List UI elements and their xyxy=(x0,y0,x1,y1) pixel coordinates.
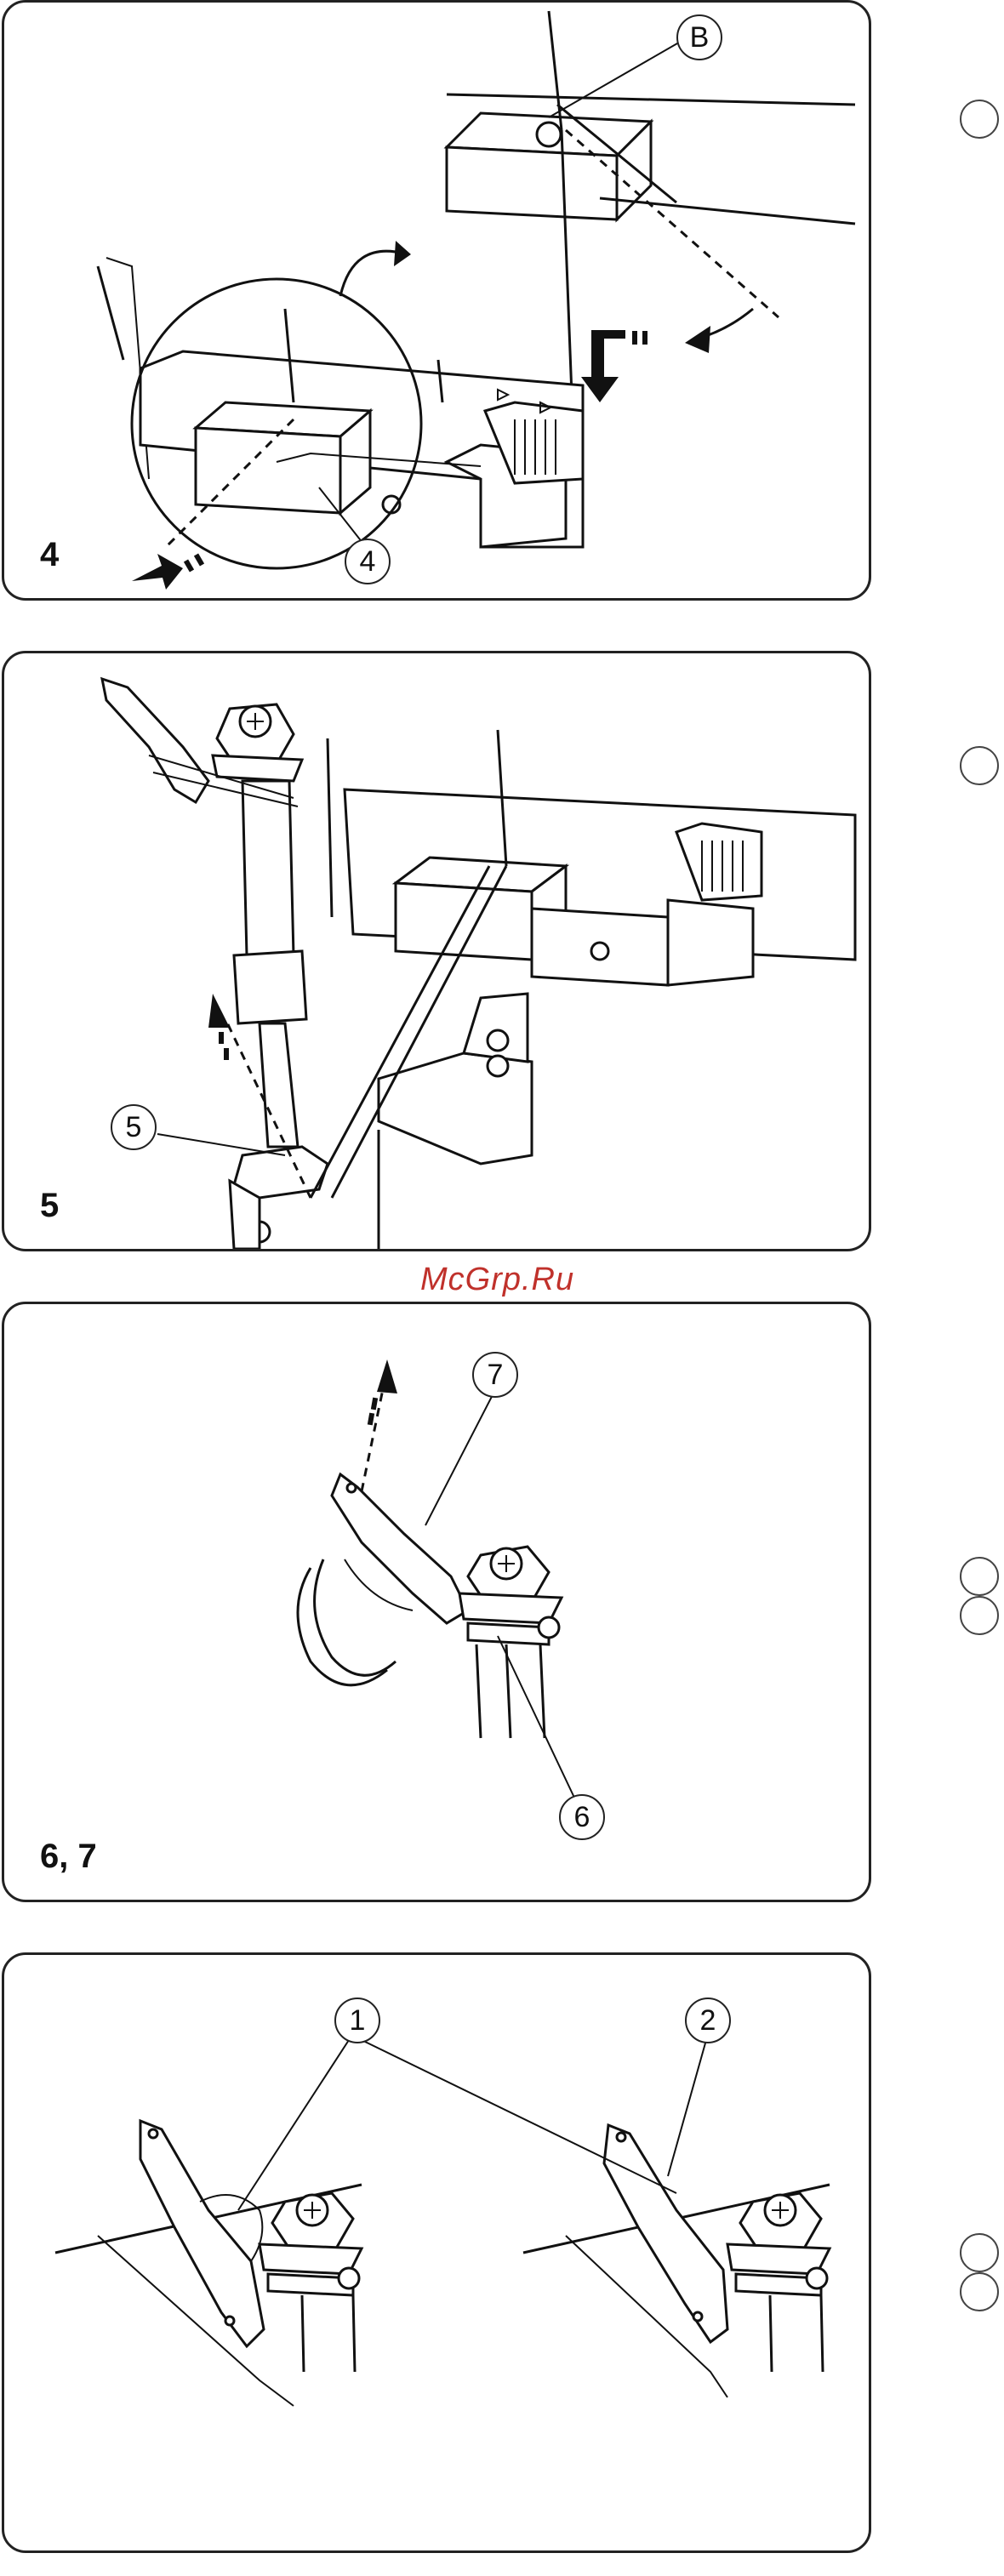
callout-1: 1 xyxy=(334,1998,380,2043)
diagram-panel-step-4: B 4 4 xyxy=(2,0,871,601)
callout-b: B xyxy=(676,14,722,60)
thread-guide-illustration-5 xyxy=(4,653,869,1249)
margin-circle xyxy=(960,746,999,785)
step-label: 4 xyxy=(40,536,59,574)
margin-circle xyxy=(960,2272,999,2311)
margin-circle xyxy=(960,1557,999,1596)
diagram-panel-step-5: 5 5 xyxy=(2,651,871,1251)
callout-4: 4 xyxy=(345,539,391,584)
looper-comparison-illustration xyxy=(4,1955,869,2550)
callout-5: 5 xyxy=(111,1104,157,1150)
margin-circle xyxy=(960,1596,999,1635)
callout-2: 2 xyxy=(685,1998,731,2043)
thread-guide-illustration-6-7 xyxy=(4,1304,869,1900)
callout-6: 6 xyxy=(559,1794,605,1840)
watermark: McGrp.Ru xyxy=(420,1262,574,1298)
margin-circle xyxy=(960,2233,999,2272)
margin-circle xyxy=(960,100,999,139)
diagram-panel-comparison: 1 2 xyxy=(2,1952,871,2553)
step-label: 5 xyxy=(40,1187,59,1225)
thread-guide-illustration-4 xyxy=(4,3,869,598)
step-label: 6, 7 xyxy=(40,1838,97,1876)
diagram-panel-step-6-7: 7 6 6, 7 xyxy=(2,1302,871,1902)
callout-7: 7 xyxy=(472,1352,518,1398)
